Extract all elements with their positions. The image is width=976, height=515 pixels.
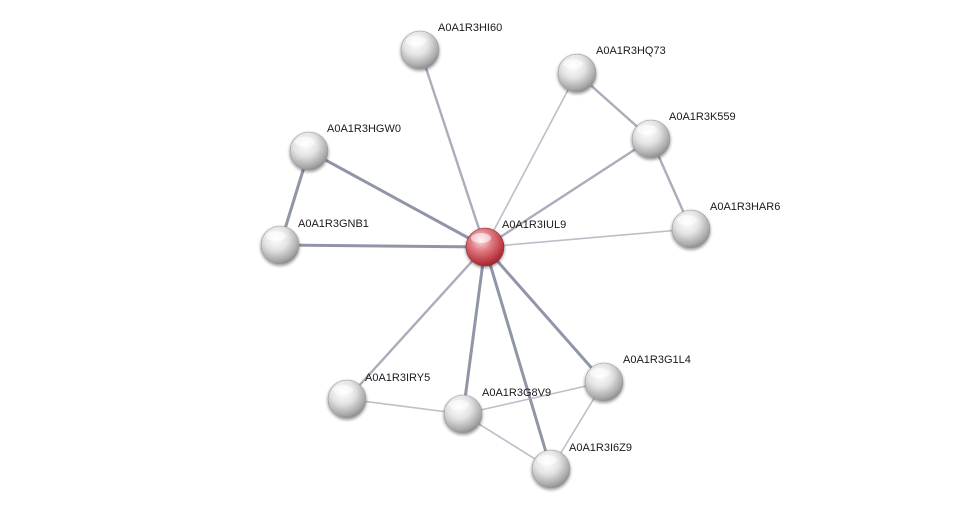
node-layer: A0A1R3IUL9 A0A1R3HI60A0A1R3HQ73A0A1R3K559… [260, 22, 780, 489]
node-a0a1r3hi60[interactable]: A0A1R3HI60 [400, 22, 502, 70]
node-label: A0A1R3IRY5 [365, 372, 430, 384]
edge-a0a1r3iul9-a0a1r3hgw0 [307, 149, 487, 249]
edge-a0a1r3iul9-a0a1r3g8v9 [461, 245, 487, 416]
edge-a0a1r3iul9-a0a1r3gnb1 [278, 243, 487, 249]
node-a0a1r3g8v9[interactable]: A0A1R3G8V9 [443, 387, 551, 434]
edge-a0a1r3iul9-a0a1r3har6 [484, 228, 692, 248]
node-highlight [266, 231, 286, 241]
node-label: A0A1R3I6Z9 [569, 442, 632, 454]
node-label: A0A1R3HAR6 [710, 201, 780, 213]
node-a0a1r3hq73[interactable]: A0A1R3HQ73 [557, 45, 666, 93]
node-a0a1r3i6z9[interactable]: A0A1R3I6Z9 [531, 442, 632, 489]
node-label: A0A1R3G1L4 [623, 354, 691, 366]
edge-a0a1r3iry5-a0a1r3g8v9 [346, 398, 464, 415]
edge-a0a1r3iul9-a0a1r3iry5 [345, 245, 487, 401]
node-label: A0A1R3GNB1 [298, 218, 369, 230]
edge-a0a1r3iul9-a0a1r3hi60 [418, 48, 487, 249]
node-highlight [406, 36, 426, 46]
node-highlight [449, 400, 469, 410]
node-highlight [333, 385, 353, 395]
edge-a0a1r3iul9-a0a1r3g1l4 [483, 245, 606, 384]
edge-a0a1r3iul9-a0a1r3hq73 [484, 72, 578, 248]
node-label: A0A1R3HI60 [438, 22, 502, 34]
node-a0a1r3gnb1[interactable]: A0A1R3GNB1 [260, 218, 369, 265]
edge-a0a1r3iul9-a0a1r3k559 [483, 137, 653, 249]
node-label: A0A1R3K559 [669, 111, 736, 123]
node-label: A0A1R3HQ73 [596, 45, 666, 57]
edge-a0a1r3iul9-a0a1r3i6z9 [483, 245, 553, 471]
node-a0a1r3g1l4[interactable]: A0A1R3G1L4 [584, 354, 691, 402]
node-highlight [590, 368, 610, 378]
node-a0a1r3har6[interactable]: A0A1R3HAR6 [671, 201, 780, 249]
node-label: A0A1R3HGW0 [327, 123, 401, 135]
node-highlight [637, 125, 657, 135]
node-highlight [471, 233, 491, 243]
node-label: A0A1R3G8V9 [482, 387, 551, 399]
node-a0a1r3k559[interactable]: A0A1R3K559 [631, 111, 736, 159]
node-a0a1r3iul9[interactable]: A0A1R3IUL9 [465, 219, 566, 267]
node-a0a1r3hgw0[interactable]: A0A1R3HGW0 [289, 123, 401, 171]
node-highlight [295, 137, 315, 147]
node-highlight [537, 455, 557, 465]
node-highlight [563, 59, 583, 69]
edge-a0a1r3g8v9-a0a1r3g1l4 [462, 381, 605, 415]
node-a0a1r3iry5[interactable]: A0A1R3IRY5 [327, 372, 430, 419]
node-highlight [677, 215, 697, 225]
node-label: A0A1R3IUL9 [502, 219, 566, 231]
